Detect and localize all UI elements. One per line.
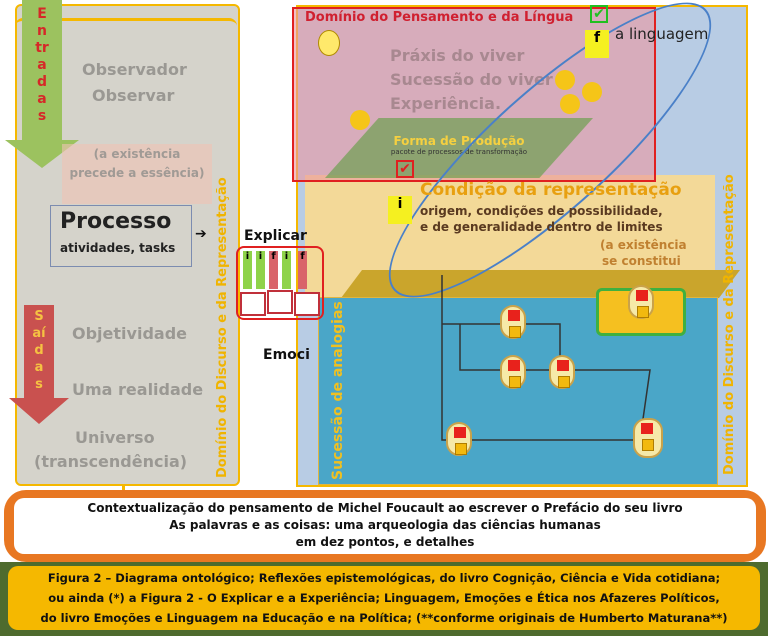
network-node xyxy=(500,305,526,339)
smiley-icon xyxy=(555,70,575,90)
saidas-arrow xyxy=(24,305,54,400)
saidas-label: Saídas xyxy=(32,309,46,392)
processo-label: Processo xyxy=(60,209,172,234)
saidas-arrow-head xyxy=(9,398,69,424)
experiencia-label: Experiência. xyxy=(390,94,502,113)
network-node xyxy=(500,355,526,389)
caption-line-1: Figura 2 – Diagrama ontológico; Reflexõe… xyxy=(47,571,721,585)
entradas-label: Entradas xyxy=(35,6,49,124)
existencia-card: (a existência precede a essência) xyxy=(62,144,212,204)
lightbulb-icon xyxy=(318,30,340,56)
existencia-constitui-1: (a existência xyxy=(600,238,687,252)
network-node xyxy=(446,422,472,456)
smiley-icon xyxy=(560,94,580,114)
tab-f: f xyxy=(298,251,307,289)
uma-realidade-label: Uma realidade xyxy=(72,380,204,399)
network-node xyxy=(633,418,663,458)
tab-i: i xyxy=(256,251,265,289)
dominio-pensamento-label: Domínio do Pensamento e da Língua xyxy=(305,10,574,25)
smiley-icon xyxy=(350,110,370,130)
network-node xyxy=(549,355,575,389)
info-arrow-f-icon: f xyxy=(585,30,609,58)
checkmark-icon: ✔ xyxy=(590,5,608,23)
tab-i: i xyxy=(243,251,252,289)
card xyxy=(240,292,266,316)
caption-line-2: ou ainda (*) a Figura 2 - O Explicar e a… xyxy=(48,591,720,605)
network-node xyxy=(628,285,654,319)
forma-producao-label: Forma de Produção xyxy=(393,134,525,148)
process-arrow-icon: ➔ xyxy=(195,226,207,242)
top-brace xyxy=(15,18,237,28)
atividades-label: atividades, tasks xyxy=(60,241,176,255)
observar-label: Observar xyxy=(92,86,175,105)
process-box xyxy=(50,205,192,267)
cards-group xyxy=(236,246,324,320)
info-arrow-i-icon: i xyxy=(388,196,412,224)
tab-i: i xyxy=(282,251,291,289)
generalidade-label: e de generalidade dentro de limites xyxy=(420,220,663,234)
caption-line-3: do livro Emoções e Linguagem na Educação… xyxy=(40,611,728,625)
sucessao-viver-label: Sucessão do viver xyxy=(390,70,553,89)
condicao-label: Condição da representação xyxy=(420,180,682,200)
observador-label: Observador xyxy=(82,60,187,79)
context-line-1: Contextualização do pensamento de Michel… xyxy=(87,501,683,515)
checkmark-icon: ✔ xyxy=(396,160,414,178)
explicar-label: Explicar xyxy=(244,228,307,244)
context-box: Contextualização do pensamento de Michel… xyxy=(4,490,766,562)
a-linguagem-label: a linguagem xyxy=(615,25,709,43)
universo-label: Universo xyxy=(75,428,155,447)
caption-band: Figura 2 – Diagrama ontológico; Reflexõe… xyxy=(0,562,768,636)
context-line-2: As palavras e as coisas: uma arqueologia… xyxy=(169,518,601,532)
tab-f: f xyxy=(269,251,278,289)
context-line-3: em dez pontos, e detalhes xyxy=(295,535,475,549)
smiley-icon xyxy=(582,82,602,102)
card xyxy=(267,290,293,314)
pacote-label: pacote de processos de transformação xyxy=(390,148,528,156)
card xyxy=(294,292,320,316)
existencia-precede-text: (a existência precede a essência) xyxy=(69,147,205,180)
existencia-constitui-2: se constitui xyxy=(602,254,681,268)
entradas-arrow xyxy=(22,0,62,140)
praxis-label: Práxis do viver xyxy=(390,46,525,65)
origem-label: origem, condições de possibilidade, xyxy=(420,204,663,218)
transcendencia-label: (transcendência) xyxy=(34,452,188,471)
objetividade-label: Objetividade xyxy=(72,324,187,343)
emoci-label: Emoci xyxy=(263,347,310,363)
